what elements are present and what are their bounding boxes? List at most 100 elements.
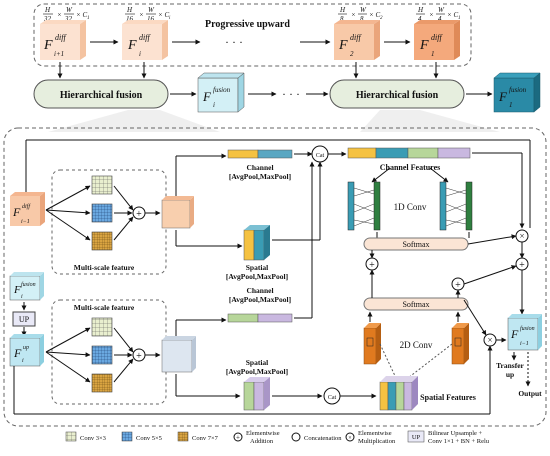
svg-text:×: × xyxy=(57,11,62,19)
svg-text:× C: × C xyxy=(447,11,458,19)
svg-text:× C: × C xyxy=(76,11,87,19)
svg-text:F: F xyxy=(510,327,519,341)
conv3-grid-top xyxy=(91,175,113,195)
softmax-2-label: Softmax xyxy=(402,300,429,309)
cat-node-2-label: Cat xyxy=(328,395,337,401)
arrow-ms2-c xyxy=(45,351,91,383)
legend-bilinear-label-1: Bilinear Upsample + xyxy=(428,430,483,437)
fusion-dots: · · · xyxy=(282,87,300,101)
svg-text:fusion: fusion xyxy=(21,281,36,288)
svg-text:32: 32 xyxy=(64,15,73,23)
svg-text:H: H xyxy=(44,6,51,14)
channel-features-label: Channel Features xyxy=(380,163,441,172)
spatial-block-1 xyxy=(243,225,270,261)
svg-text:i−1: i−1 xyxy=(21,219,30,225)
conv1d-label: 1D Conv xyxy=(394,202,427,212)
svg-text:H: H xyxy=(417,6,424,14)
gray-feature-block xyxy=(161,336,196,373)
legend-conv3-swatch xyxy=(65,431,77,442)
arrow-ms1-a xyxy=(45,185,91,211)
arrow-ms2-a xyxy=(45,327,91,353)
conv2d-right-block xyxy=(451,323,469,365)
size-formula-3: H 8 × W 8 × C 2 xyxy=(338,6,383,23)
multiscale-box-1 xyxy=(51,169,167,275)
channel-label-1a: Channel xyxy=(246,163,273,172)
hierarchical-fusion-left: Hierarchical fusion xyxy=(33,79,169,109)
feature-cube-1: F diff 1 xyxy=(414,20,460,60)
svg-text:F: F xyxy=(13,284,21,296)
arrow-ms2-d xyxy=(113,327,134,353)
f-fusion-input-cube: F fusion i xyxy=(9,272,44,301)
arrow-ms1-b xyxy=(45,209,91,216)
legend-mul-symbol: × xyxy=(348,436,351,442)
svg-text:up: up xyxy=(23,345,29,351)
legend-conv7-swatch xyxy=(177,431,189,442)
up-box-label: UP xyxy=(19,315,30,324)
add-op-mid-symbol: + xyxy=(455,280,461,291)
multiscale-box-2 xyxy=(51,299,167,405)
conv1d-right-column xyxy=(439,181,473,231)
conv5-grid-bottom xyxy=(91,345,113,365)
add-op-right-symbol: + xyxy=(519,260,525,271)
svg-text:Hierarchical fusion: Hierarchical fusion xyxy=(356,90,439,101)
conv3-grid-bottom xyxy=(91,317,113,337)
feature-cube-i: F diff i xyxy=(122,20,168,60)
f-up-cube: F up i xyxy=(9,334,44,367)
arrow-softmax2-to-mul xyxy=(463,299,487,336)
svg-text:i: i xyxy=(22,358,24,364)
channel-label-1b: [AvgPool,MaxPool] xyxy=(229,172,291,181)
svg-text:F: F xyxy=(12,205,21,219)
svg-text:16: 16 xyxy=(126,15,134,23)
size-formula-4: H 4 × W 4 × C 1 xyxy=(416,6,461,23)
dash-conv2d-left xyxy=(379,343,397,379)
zoom-projection-left xyxy=(48,110,220,132)
svg-text:1: 1 xyxy=(509,101,513,109)
add-op-ms1-symbol: + xyxy=(136,209,142,220)
legend-concat-label: Concatenation xyxy=(304,435,342,442)
fusion-i-cube: F fusion i xyxy=(197,72,245,113)
svg-text:i: i xyxy=(139,50,141,58)
f-output-cube: F fusion i−1 xyxy=(507,314,542,351)
legend-mul-icon xyxy=(345,432,355,442)
spatial-features-stack xyxy=(379,376,418,411)
legend-add-symbol: + xyxy=(236,434,240,442)
progressive-dots: · · · xyxy=(225,35,243,49)
legend-mul-label-1: Elementwise xyxy=(358,430,392,437)
spatial-label-1a: Spatial xyxy=(246,263,269,272)
conv2d-label: 2D Conv xyxy=(400,340,433,350)
svg-text:diff: diff xyxy=(55,33,67,42)
conv1d-left-column xyxy=(347,181,381,231)
svg-text:1: 1 xyxy=(431,50,435,58)
arrow-1d-left xyxy=(371,167,391,183)
svg-text:i+1: i+1 xyxy=(54,50,64,58)
legend-add-icon xyxy=(233,432,243,442)
transfer-up-label-2: up xyxy=(506,370,514,379)
arrow-1d-right xyxy=(429,167,449,183)
arrow-ms1-f xyxy=(113,216,134,241)
svg-text:4: 4 xyxy=(418,15,422,23)
legend-conv3-label: Conv 3×3 xyxy=(80,435,106,442)
legend-up-box xyxy=(407,430,425,443)
svg-text:fusion: fusion xyxy=(520,325,535,332)
transfer-up-label-1: Transfer xyxy=(496,361,524,370)
size-formula-2: H 16 × W 16 × C i xyxy=(125,6,171,23)
top-dashed-frame xyxy=(33,3,472,67)
svg-text:×: × xyxy=(429,11,434,19)
svg-text:16: 16 xyxy=(147,15,155,23)
arrow-softmax1-to-mul xyxy=(467,234,517,245)
conv7-grid-bottom xyxy=(91,373,113,393)
zoom-projection-right xyxy=(360,110,500,132)
mul-op-spatial-symbol: × xyxy=(487,335,492,345)
fusion-1-cube: F fusion 1 xyxy=(493,72,541,113)
output-label: Output xyxy=(518,389,542,398)
svg-text:32: 32 xyxy=(43,15,52,23)
legend-conv7-label: Conv 7×7 xyxy=(192,435,219,442)
channel-label-2b: [AvgPool,MaxPool] xyxy=(229,295,291,304)
svg-text:4: 4 xyxy=(438,15,442,23)
legend-concat-icon xyxy=(291,432,301,442)
dash-conv2d-right xyxy=(407,343,453,379)
svg-text:i: i xyxy=(169,16,171,21)
svg-text:F: F xyxy=(43,38,53,53)
svg-text:F: F xyxy=(498,89,508,104)
